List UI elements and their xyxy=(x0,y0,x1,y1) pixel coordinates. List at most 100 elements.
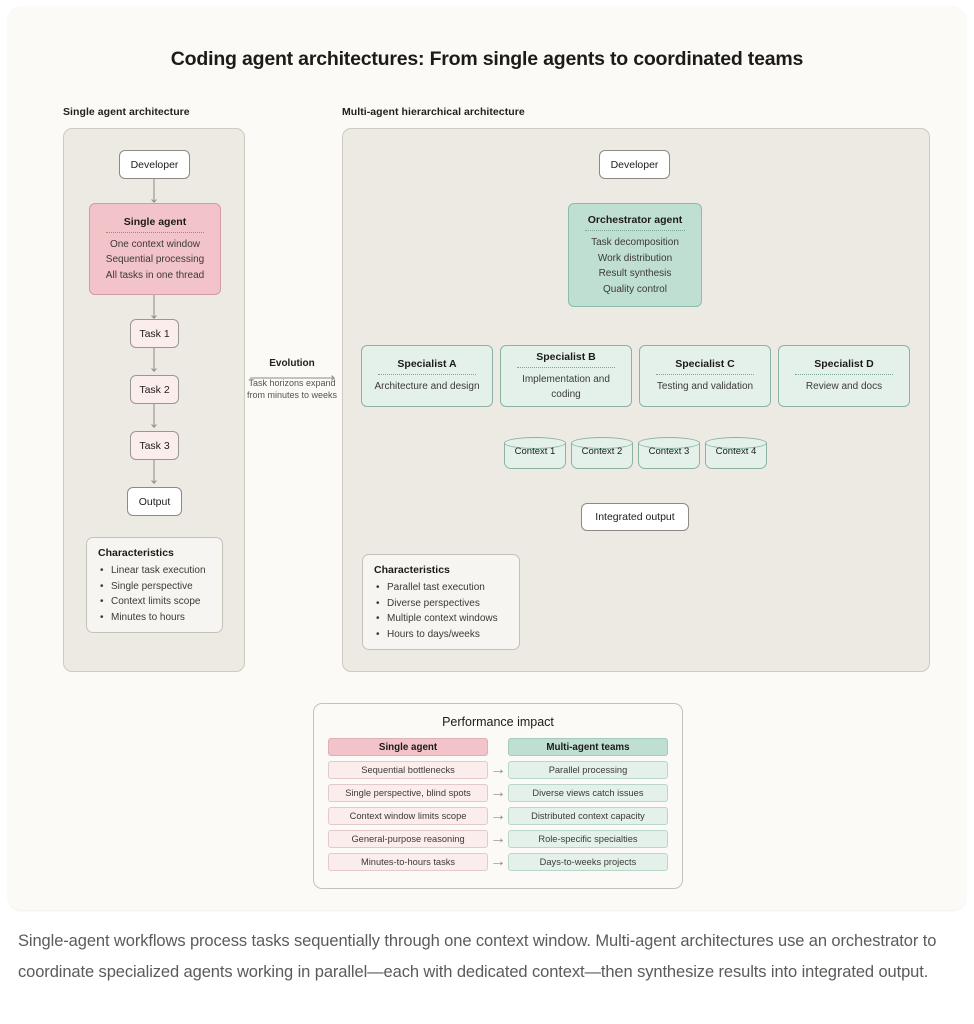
figure-caption: Single-agent workflows process tasks seq… xyxy=(18,932,937,981)
left-characteristics-item: Minutes to hours xyxy=(100,610,211,626)
orchestrator-header: Orchestrator agent xyxy=(587,214,683,226)
task-3-node[interactable]: Task 3 xyxy=(130,431,179,460)
context-3-label: Context 3 xyxy=(648,446,690,457)
orchestrator-divider xyxy=(584,230,686,231)
specialist-b-header: Specialist B xyxy=(536,350,596,363)
context-4-cylinder-top xyxy=(705,437,767,449)
arrow-right-icon: → xyxy=(490,830,506,847)
performance-cell-right: Role-specific specialties xyxy=(507,830,668,848)
single-agent-node[interactable]: Single agent One context window Sequenti… xyxy=(89,203,221,295)
specialist-a-node[interactable]: Specialist A Architecture and design xyxy=(361,345,493,407)
specialist-b-node[interactable]: Specialist B Implementation and coding xyxy=(500,345,632,407)
left-characteristics-title: Characteristics xyxy=(98,547,174,559)
arrow-right-icon: → xyxy=(490,807,506,824)
specialist-a-desc: Architecture and design xyxy=(374,381,480,393)
performance-impact-grid: Single agent → Multi-agent teams Sequent… xyxy=(314,738,682,871)
right-characteristics-item: Parallel tast execution xyxy=(376,580,508,596)
performance-cell-right: Days-to-weeks projects xyxy=(507,853,668,871)
right-characteristics-item: Hours to days/weeks xyxy=(376,627,508,643)
left-characteristics-item: Linear task execution xyxy=(100,563,211,579)
performance-row: Sequential bottlenecks → Parallel proces… xyxy=(328,761,668,779)
context-1-node[interactable]: Context 1 xyxy=(504,437,566,469)
task-2-label: Task 2 xyxy=(139,383,170,396)
right-developer-node[interactable]: Developer xyxy=(599,150,670,179)
performance-row: General-purpose reasoning → Role-specifi… xyxy=(328,830,668,848)
arrow-right-icon: → xyxy=(490,761,506,778)
right-characteristics-item: Diverse perspectives xyxy=(376,596,508,612)
performance-cell-left: Sequential bottlenecks xyxy=(328,761,489,779)
task-1-node[interactable]: Task 1 xyxy=(130,319,179,348)
single-agent-line-2: All tasks in one thread xyxy=(105,269,205,281)
arrow-right-icon: → xyxy=(490,784,506,801)
context-2-node[interactable]: Context 2 xyxy=(571,437,633,469)
performance-impact-panel: Performance impact Single agent → Multi-… xyxy=(313,703,683,889)
context-2-cylinder-top xyxy=(571,437,633,449)
performance-cell-left: Minutes-to-hours tasks xyxy=(328,853,489,871)
diagram-card: Coding agent architectures: From single … xyxy=(8,6,966,910)
performance-header-row: Single agent → Multi-agent teams xyxy=(328,738,668,756)
left-characteristics-item: Single perspective xyxy=(100,579,211,595)
specialist-a-divider xyxy=(377,374,477,376)
section-label-single-agent: Single agent architecture xyxy=(63,106,190,118)
performance-impact-title: Performance impact xyxy=(442,715,554,729)
context-4-label: Context 4 xyxy=(715,446,757,457)
context-1-label: Context 1 xyxy=(514,446,556,457)
specialist-d-node[interactable]: Specialist D Review and docs xyxy=(778,345,910,407)
right-characteristics-list: Parallel tast execution Diverse perspect… xyxy=(374,580,508,642)
performance-cell-right: Parallel processing xyxy=(507,761,668,779)
single-agent-line-0: One context window xyxy=(109,238,201,250)
specialist-b-desc: Implementation and coding xyxy=(522,373,610,401)
specialist-a-header: Specialist A xyxy=(397,358,457,371)
single-agent-line-1: Sequential processing xyxy=(105,254,205,266)
performance-cell-left: Context window limits scope xyxy=(328,807,489,825)
evolution-annotation: Evolution Task horizons expand from minu… xyxy=(246,358,338,401)
specialist-d-desc: Review and docs xyxy=(805,381,883,393)
performance-cell-left: General-purpose reasoning xyxy=(328,830,489,848)
evolution-title: Evolution xyxy=(269,358,315,369)
specialist-c-desc: Testing and validation xyxy=(656,381,754,393)
specialist-d-header: Specialist D xyxy=(814,358,874,371)
performance-head-right: Multi-agent teams xyxy=(507,738,668,756)
performance-row: Context window limits scope → Distribute… xyxy=(328,807,668,825)
orchestrator-line-3: Quality control xyxy=(603,283,667,295)
single-agent-header: Single agent xyxy=(123,215,187,228)
context-2-label: Context 2 xyxy=(581,446,623,457)
left-developer-label: Developer xyxy=(130,158,179,171)
orchestrator-line-1: Work distribution xyxy=(597,252,673,264)
task-2-node[interactable]: Task 2 xyxy=(130,375,179,404)
specialist-b-divider xyxy=(516,366,616,368)
context-1-cylinder-top xyxy=(504,437,566,449)
orchestrator-line-2: Result synthesis xyxy=(598,268,672,279)
performance-row: Single perspective, blind spots → Divers… xyxy=(328,784,668,802)
performance-cell-right: Diverse views catch issues xyxy=(507,784,668,802)
context-3-cylinder-top xyxy=(638,437,700,449)
section-label-multi-agent: Multi-agent hierarchical architecture xyxy=(342,106,525,118)
orchestrator-lines: Task decomposition Work distribution Res… xyxy=(591,235,679,297)
integrated-output-node[interactable]: Integrated output xyxy=(581,503,689,531)
left-characteristics-item: Context limits scope xyxy=(100,594,211,610)
single-agent-divider xyxy=(105,231,205,233)
specialist-c-divider xyxy=(655,374,755,376)
single-agent-lines: One context window Sequential processing… xyxy=(106,237,204,284)
context-4-node[interactable]: Context 4 xyxy=(705,437,767,469)
left-output-label: Output xyxy=(138,495,171,508)
context-3-node[interactable]: Context 3 xyxy=(638,437,700,469)
right-characteristics-title: Characteristics xyxy=(374,564,450,576)
orchestrator-node[interactable]: Orchestrator agent Task decomposition Wo… xyxy=(568,203,702,307)
performance-head-left: Single agent xyxy=(328,738,489,756)
task-1-label: Task 1 xyxy=(139,327,170,340)
task-3-label: Task 3 xyxy=(139,439,170,452)
performance-row: Minutes-to-hours tasks → Days-to-weeks p… xyxy=(328,853,668,871)
orchestrator-line-0: Task decomposition xyxy=(591,237,679,248)
integrated-output-label: Integrated output xyxy=(595,511,675,523)
specialist-c-node[interactable]: Specialist C Testing and validation xyxy=(639,345,771,407)
arrow-right-icon: → xyxy=(490,853,506,870)
right-characteristics-item: Multiple context windows xyxy=(376,611,508,627)
left-output-node[interactable]: Output xyxy=(127,487,182,516)
specialist-d-divider xyxy=(794,374,894,376)
left-developer-node[interactable]: Developer xyxy=(119,150,190,179)
performance-cell-left: Single perspective, blind spots xyxy=(328,784,489,802)
specialist-c-header: Specialist C xyxy=(675,358,735,371)
page-title: Coding agent architectures: From single … xyxy=(170,48,804,70)
